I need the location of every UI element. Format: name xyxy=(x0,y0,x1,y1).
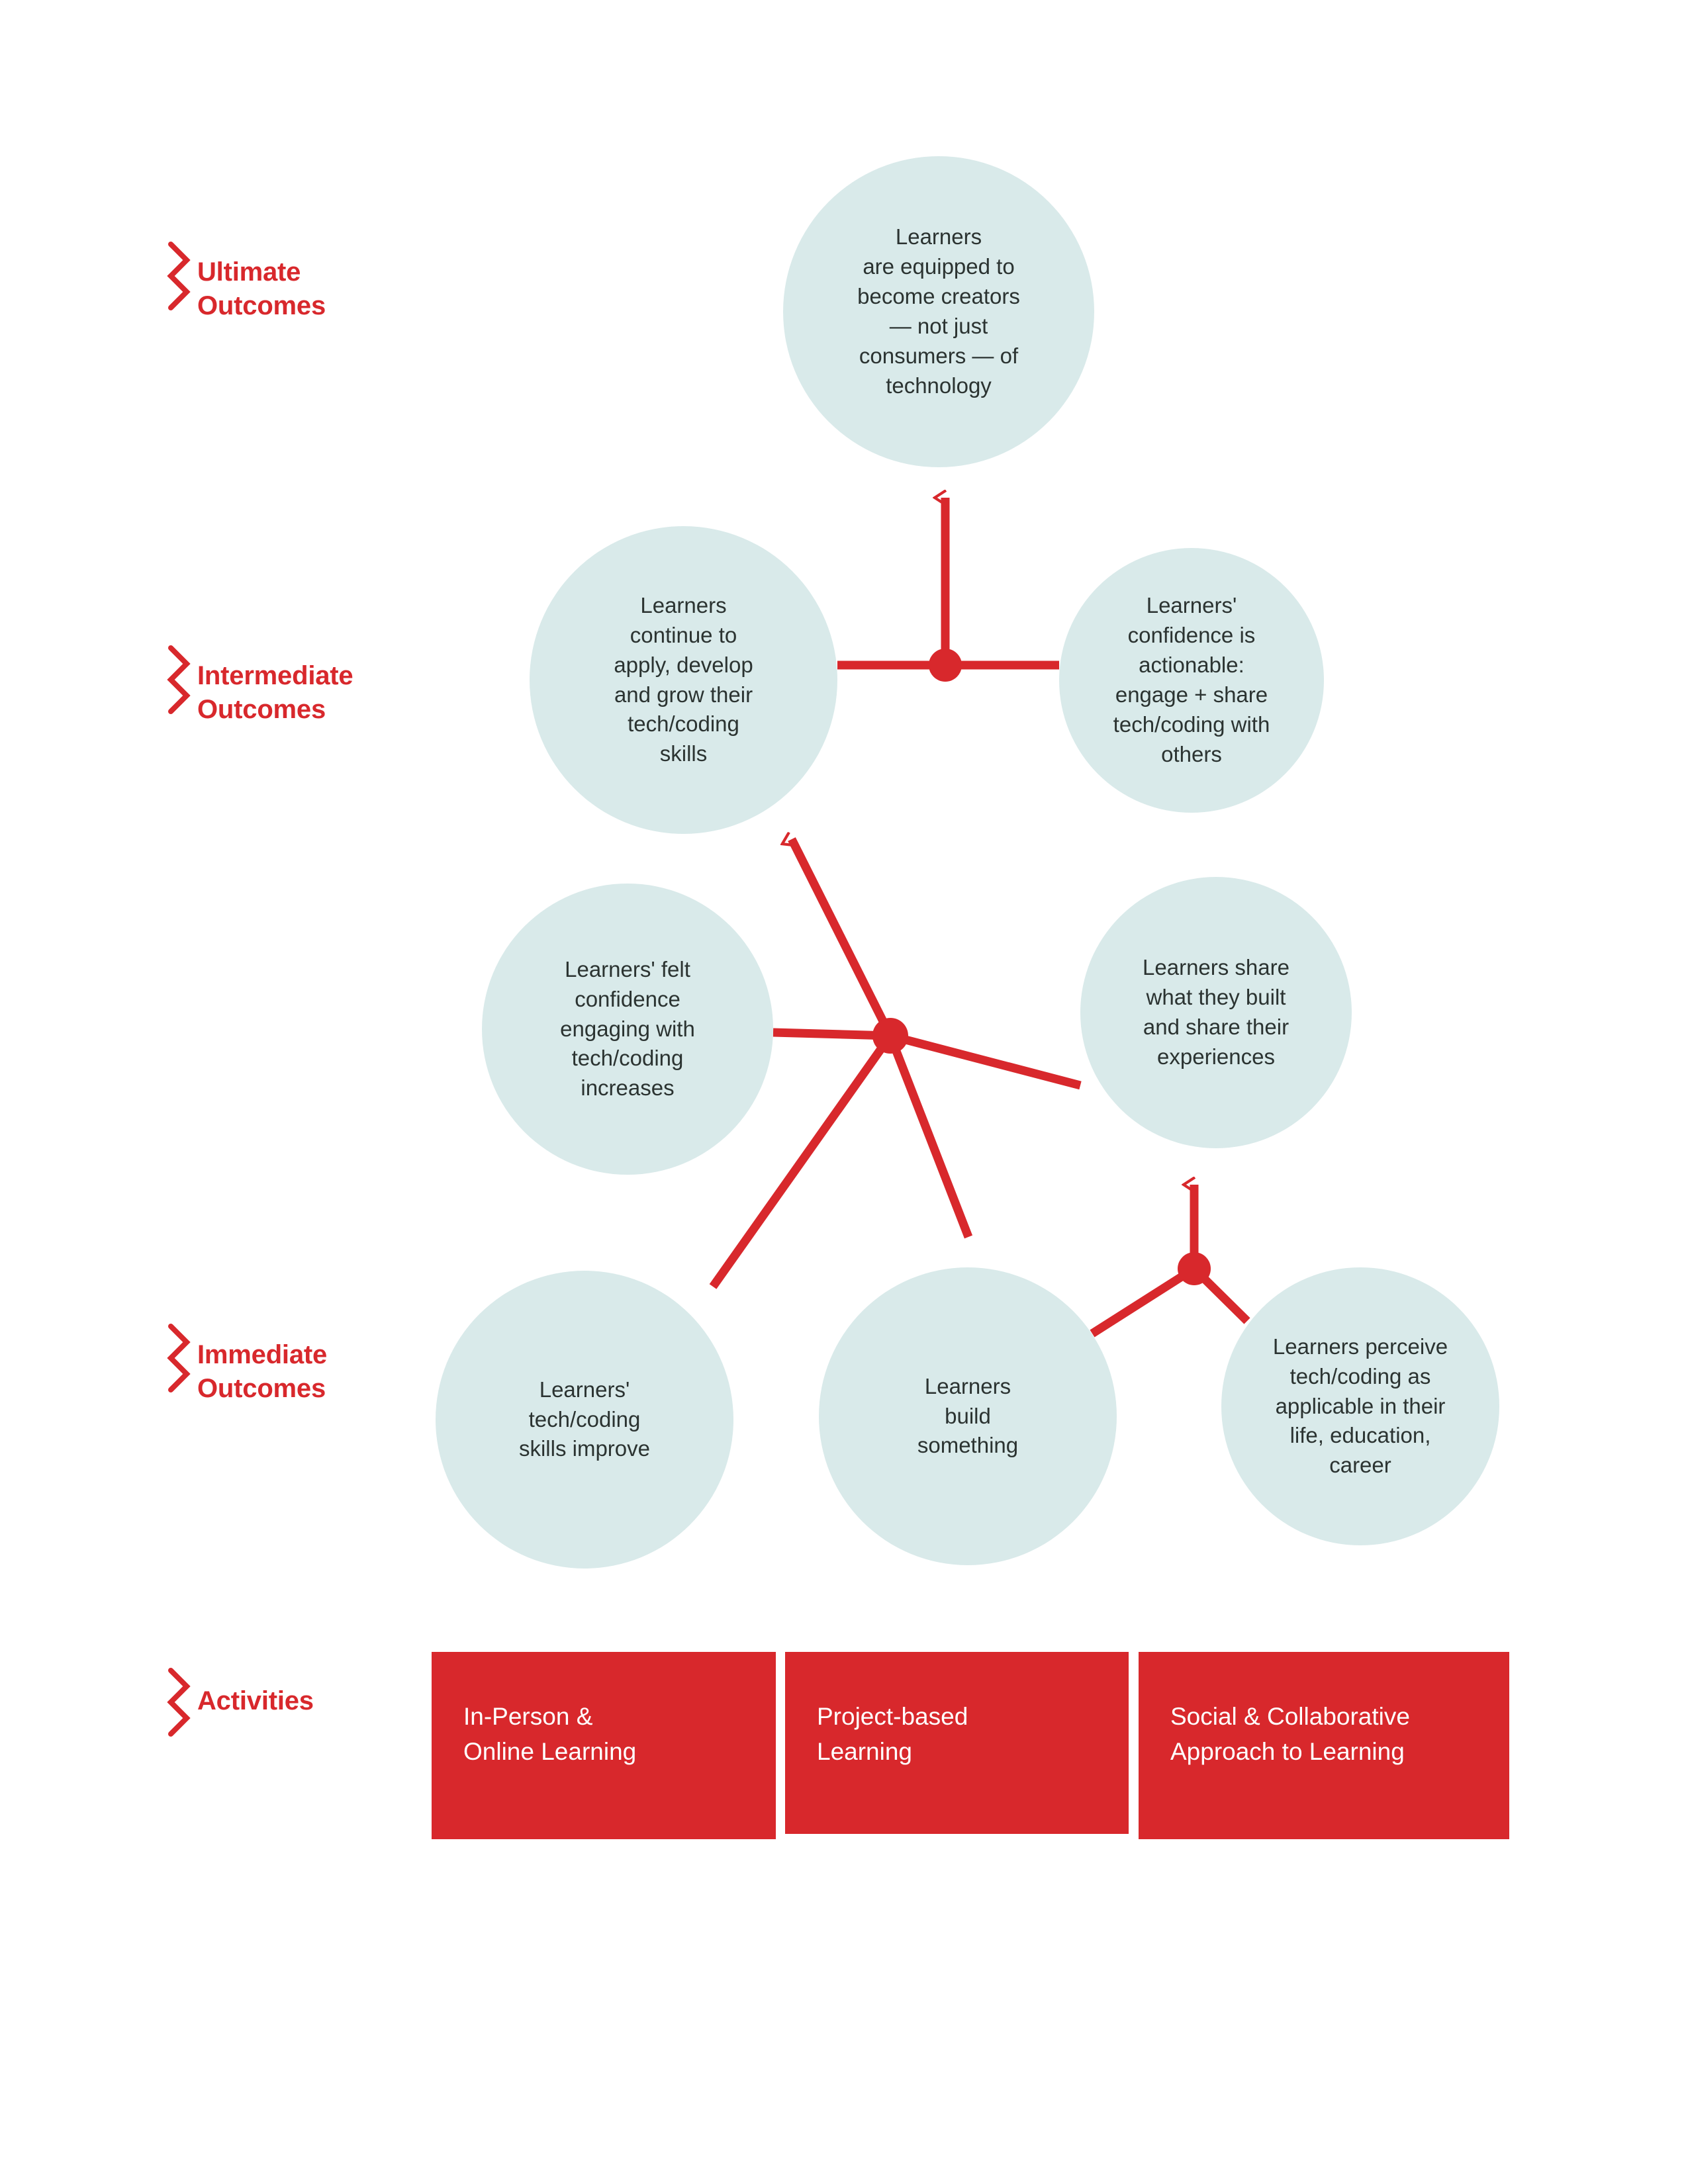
zigzag-icon-intermediate xyxy=(167,645,191,714)
junction-node-lower-right xyxy=(1178,1252,1211,1285)
connector-line-to-skills-improve xyxy=(709,1033,894,1289)
node-felt-confidence: Learners' felt confidence engaging with … xyxy=(482,884,773,1175)
connector-line-to-felt-confidence xyxy=(773,1028,891,1040)
row-label-ultimate-outcomes: Ultimate Outcomes xyxy=(197,257,326,321)
connector-line-to-build-something xyxy=(886,1034,973,1239)
connector-central-hub xyxy=(709,839,1082,1289)
zigzag-icon-ultimate xyxy=(167,242,191,310)
zigzag-icon-activities xyxy=(167,1668,191,1737)
row-label-activities: Activities xyxy=(197,1686,314,1715)
connector-lower-right-hub xyxy=(1090,1185,1250,1338)
zigzag-icon-immediate xyxy=(167,1324,191,1392)
row-label-intermediate-outcomes: Intermediate Outcomes xyxy=(197,661,353,725)
node-confidence-actionable: Learners' confidence is actionable: enga… xyxy=(1059,548,1324,813)
connector-arrow-to-continue-apply xyxy=(792,839,894,1038)
node-perceive-applicable: Learners perceive tech/coding as applica… xyxy=(1221,1267,1499,1545)
connector-line-to-share-built xyxy=(889,1031,1082,1090)
junction-node-central xyxy=(872,1018,908,1054)
junction-node-intermediate xyxy=(929,649,962,682)
node-build-something: Learners build something xyxy=(819,1267,1117,1565)
row-label-immediate-outcomes: Immediate Outcomes xyxy=(197,1340,328,1404)
activity-box-in-person-online[interactable]: In-Person & Online Learning xyxy=(432,1652,776,1839)
node-equipped-creators: Learners are equipped to become creators… xyxy=(783,156,1094,467)
node-share-built: Learners share what they built and share… xyxy=(1080,877,1352,1148)
activity-box-project-based[interactable]: Project-based Learning xyxy=(785,1652,1129,1834)
activity-box-social-collaborative[interactable]: Social & Collaborative Approach to Learn… xyxy=(1139,1652,1509,1839)
node-skills-improve: Learners' tech/coding skills improve xyxy=(436,1271,733,1569)
connector-intermediate-hub xyxy=(837,498,1059,682)
connector-line-to-build-something-2 xyxy=(1090,1265,1197,1338)
node-continue-apply: Learners continue to apply, develop and … xyxy=(530,526,837,834)
